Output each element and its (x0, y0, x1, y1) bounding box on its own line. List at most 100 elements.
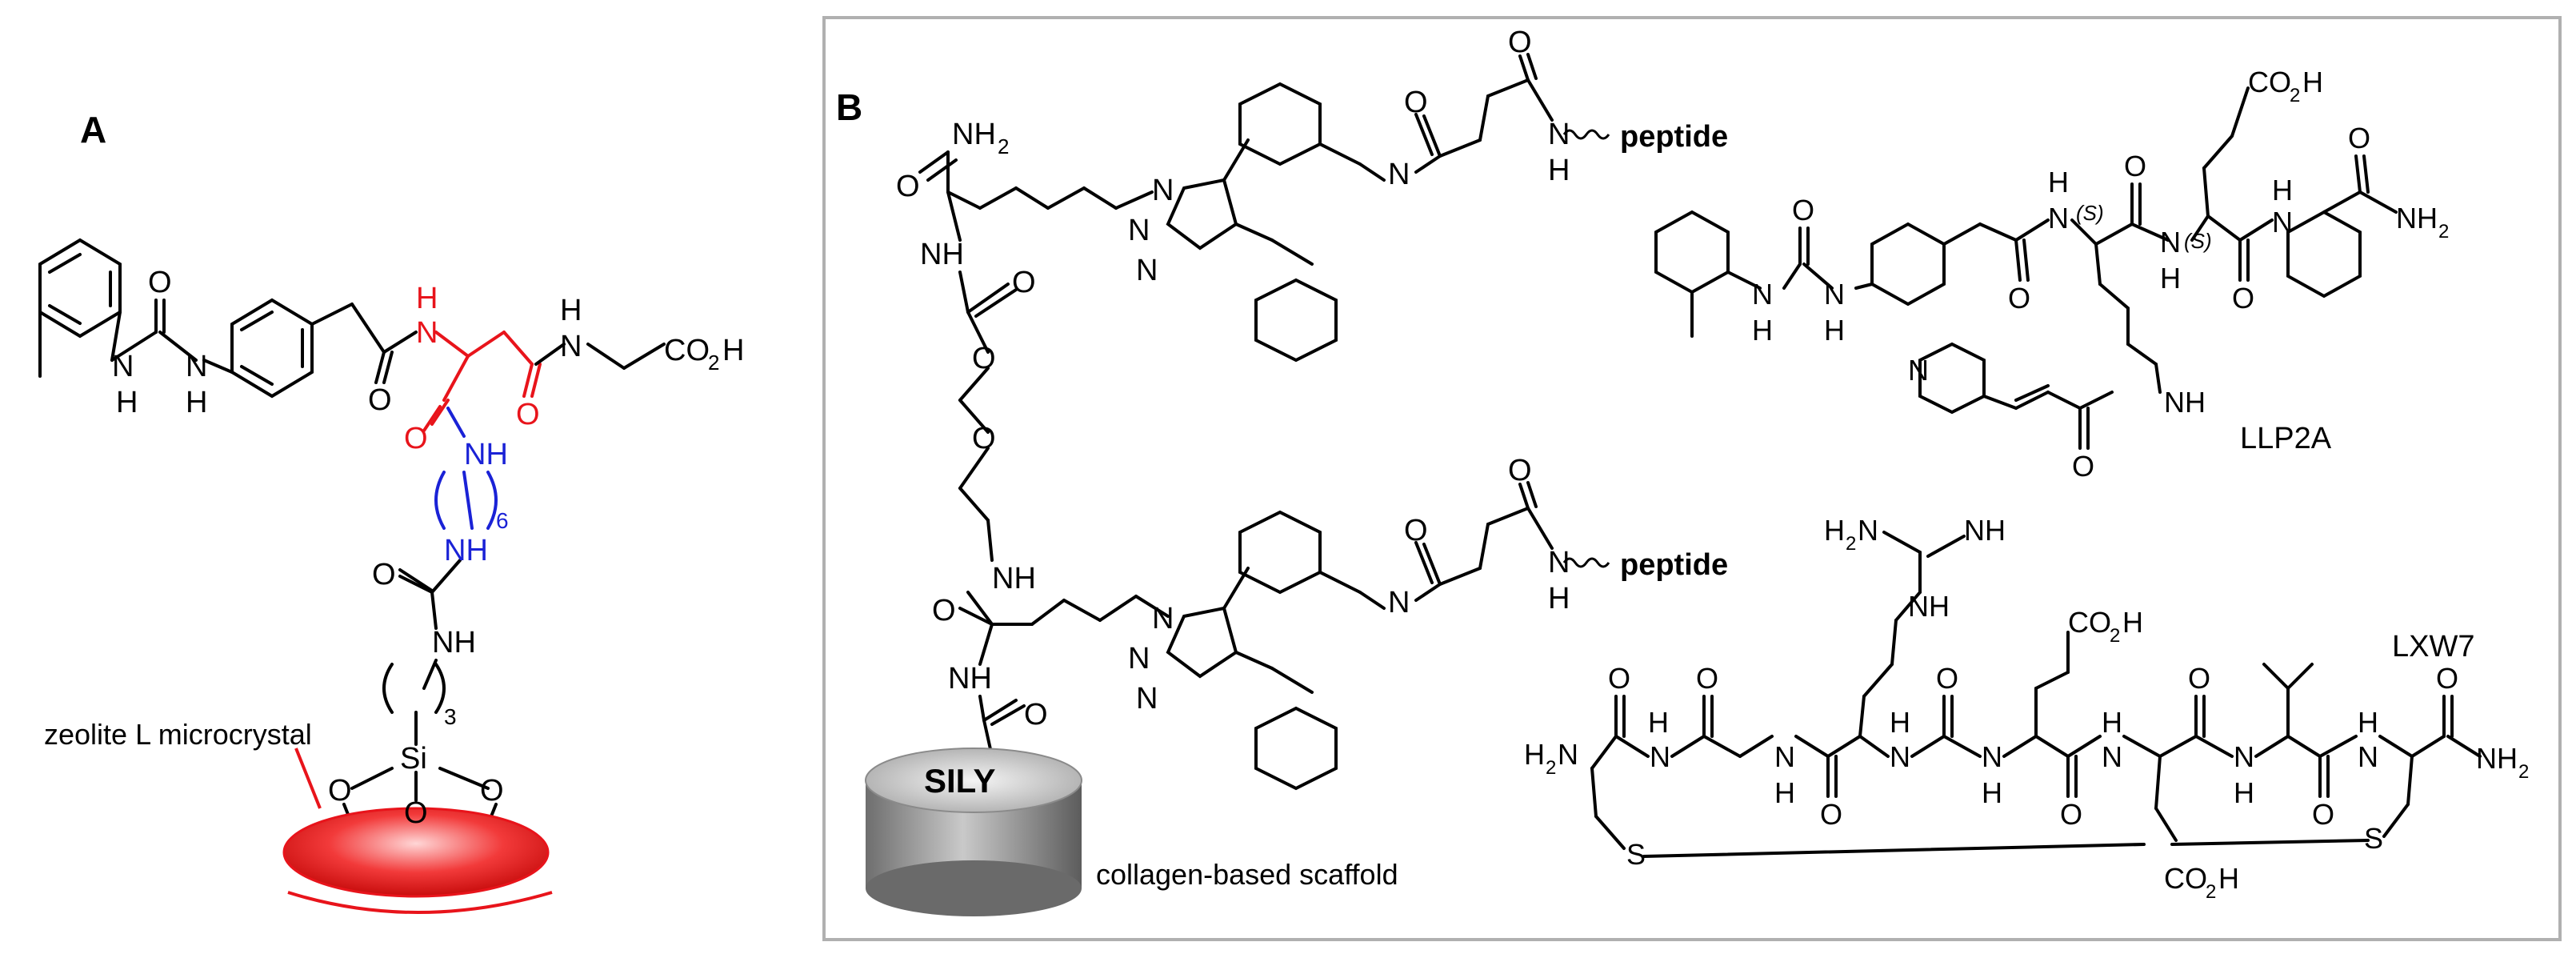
atom-h: H (2160, 262, 2181, 295)
panel-b-left-structure (918, 53, 1554, 791)
atom-n: N (1824, 278, 1845, 311)
atom-o-red: O (404, 422, 428, 455)
zeolite-label: zeolite L microcrystal (44, 718, 312, 751)
panel-b-frame (822, 16, 2562, 941)
peptide-wavy-2 (1562, 557, 1610, 568)
atom-h: H (186, 386, 207, 419)
atom-nh: NH (2164, 386, 2206, 419)
atom-o: O (1404, 86, 1428, 119)
atom-o: O (1508, 26, 1532, 59)
atom-n: N (560, 330, 582, 363)
zeolite-pointer-line (294, 748, 322, 809)
panel-a-labels: N H O N H O H N O O H N CO 2 H NH 6 NH O… (44, 266, 744, 830)
atom-hn: NH (920, 238, 964, 271)
atom-n: N (1128, 642, 1150, 675)
atom-nh2: NH (2476, 742, 2518, 775)
atom-h: H (722, 334, 744, 367)
panel-b-label: B (836, 86, 862, 128)
sub-2: 2 (2438, 221, 2449, 243)
atom-h: H (2102, 706, 2122, 739)
atom-nh-blue: NH (444, 534, 488, 567)
atom-o: O (1024, 698, 1048, 732)
atom-o: O (1936, 662, 1958, 695)
atom-n: N (1152, 174, 1174, 207)
atom-o: O (2072, 450, 2094, 483)
atom-o: O (404, 796, 428, 830)
sub-2: 2 (2518, 761, 2529, 783)
atom-nh: NH (948, 662, 992, 695)
atom-o: O (1012, 266, 1036, 299)
atom-si: Si (400, 742, 427, 776)
atom-h-red: H (416, 282, 438, 315)
llp2a-labels: N H O N H O H N (S) O N H (S) CO 2 H O H… (1752, 66, 2449, 483)
atom-o: O (2008, 282, 2030, 315)
sub-3: 3 (444, 704, 457, 729)
panel-a-gly-tail (534, 343, 666, 370)
atom-n: N (1982, 740, 2002, 773)
sub-2: 2 (998, 134, 1009, 158)
atom-o: O (2124, 150, 2146, 182)
atom-s: S (2364, 822, 2383, 855)
atom-o-red: O (516, 398, 540, 431)
atom-h: H (1890, 706, 1910, 739)
atom-n: N (1548, 118, 1570, 151)
atom-n: N (2358, 740, 2378, 773)
atom-h: H (1982, 776, 2002, 809)
atom-n: N (2272, 206, 2293, 238)
llp2a-label: LLP2A (2240, 422, 2332, 455)
panel-b-left-labels: NH 2 O NH O O O NH O NH O N N N N O O N … (896, 26, 1728, 891)
lxw7-structure (1590, 531, 2482, 858)
atom-h: H (2218, 862, 2239, 895)
atom-h: H (116, 386, 138, 419)
atom-nh2: NH (2396, 202, 2438, 234)
lxw7-labels: H 2 N NH NH H 2 N O H N O N H O H N O N … (1524, 514, 2529, 903)
atom-h: H (560, 294, 582, 327)
sub-2: 2 (1846, 533, 1856, 555)
atom-n: N (1890, 740, 1910, 773)
peptide-label-1: peptide (1620, 120, 1728, 154)
atom-n: N (1548, 546, 1570, 579)
atom-h: H (2234, 776, 2254, 809)
atom-o: O (972, 342, 996, 375)
atom-n: N (1388, 158, 1410, 191)
sub-2: 2 (708, 351, 719, 375)
lxw7-label: LXW7 (2392, 630, 2474, 663)
atom-h: H (2358, 706, 2378, 739)
atom-o: O (372, 558, 396, 591)
atom-n: N (1558, 738, 1578, 771)
zeolite-crystal-shadow (287, 891, 553, 914)
sub-2: 2 (2290, 85, 2300, 106)
atom-o: O (480, 774, 504, 808)
atom-h: H (1752, 314, 1773, 347)
atom-o: O (1608, 662, 1630, 695)
atom-h: H (2272, 174, 2293, 206)
atom-n: N (1152, 602, 1174, 635)
atom-o: O (328, 774, 352, 808)
atom-o: O (1508, 454, 1532, 487)
panel-a-structure (38, 238, 418, 399)
atom-s: S (1626, 838, 1646, 871)
atom-o: O (2348, 122, 2370, 154)
atom-o: O (2188, 662, 2210, 695)
atom-nh: NH (1964, 514, 2006, 547)
panel-a-linker (342, 559, 498, 834)
atom-o: O (1792, 194, 1814, 226)
atom-n: N (112, 350, 134, 383)
atom-n-red: N (416, 316, 438, 350)
sily-label: SILY (924, 762, 996, 800)
atom-nh2: NH (952, 118, 996, 151)
atom-co2h: CO (2164, 862, 2207, 895)
atom-o: O (2436, 662, 2458, 695)
atom-h: H (1648, 706, 1669, 739)
atom-o: O (932, 594, 956, 627)
atom-h: H (1548, 154, 1570, 187)
atom-o: O (148, 266, 172, 299)
llp2a-structure (1654, 86, 2398, 450)
atom-n: N (1908, 354, 1929, 387)
atom-n: N (1136, 682, 1158, 715)
stereo-s: (S) (2076, 201, 2104, 225)
stereo-s: (S) (2184, 229, 2212, 253)
atom-n: N (2048, 202, 2069, 234)
atom-n: N (1388, 586, 1410, 619)
